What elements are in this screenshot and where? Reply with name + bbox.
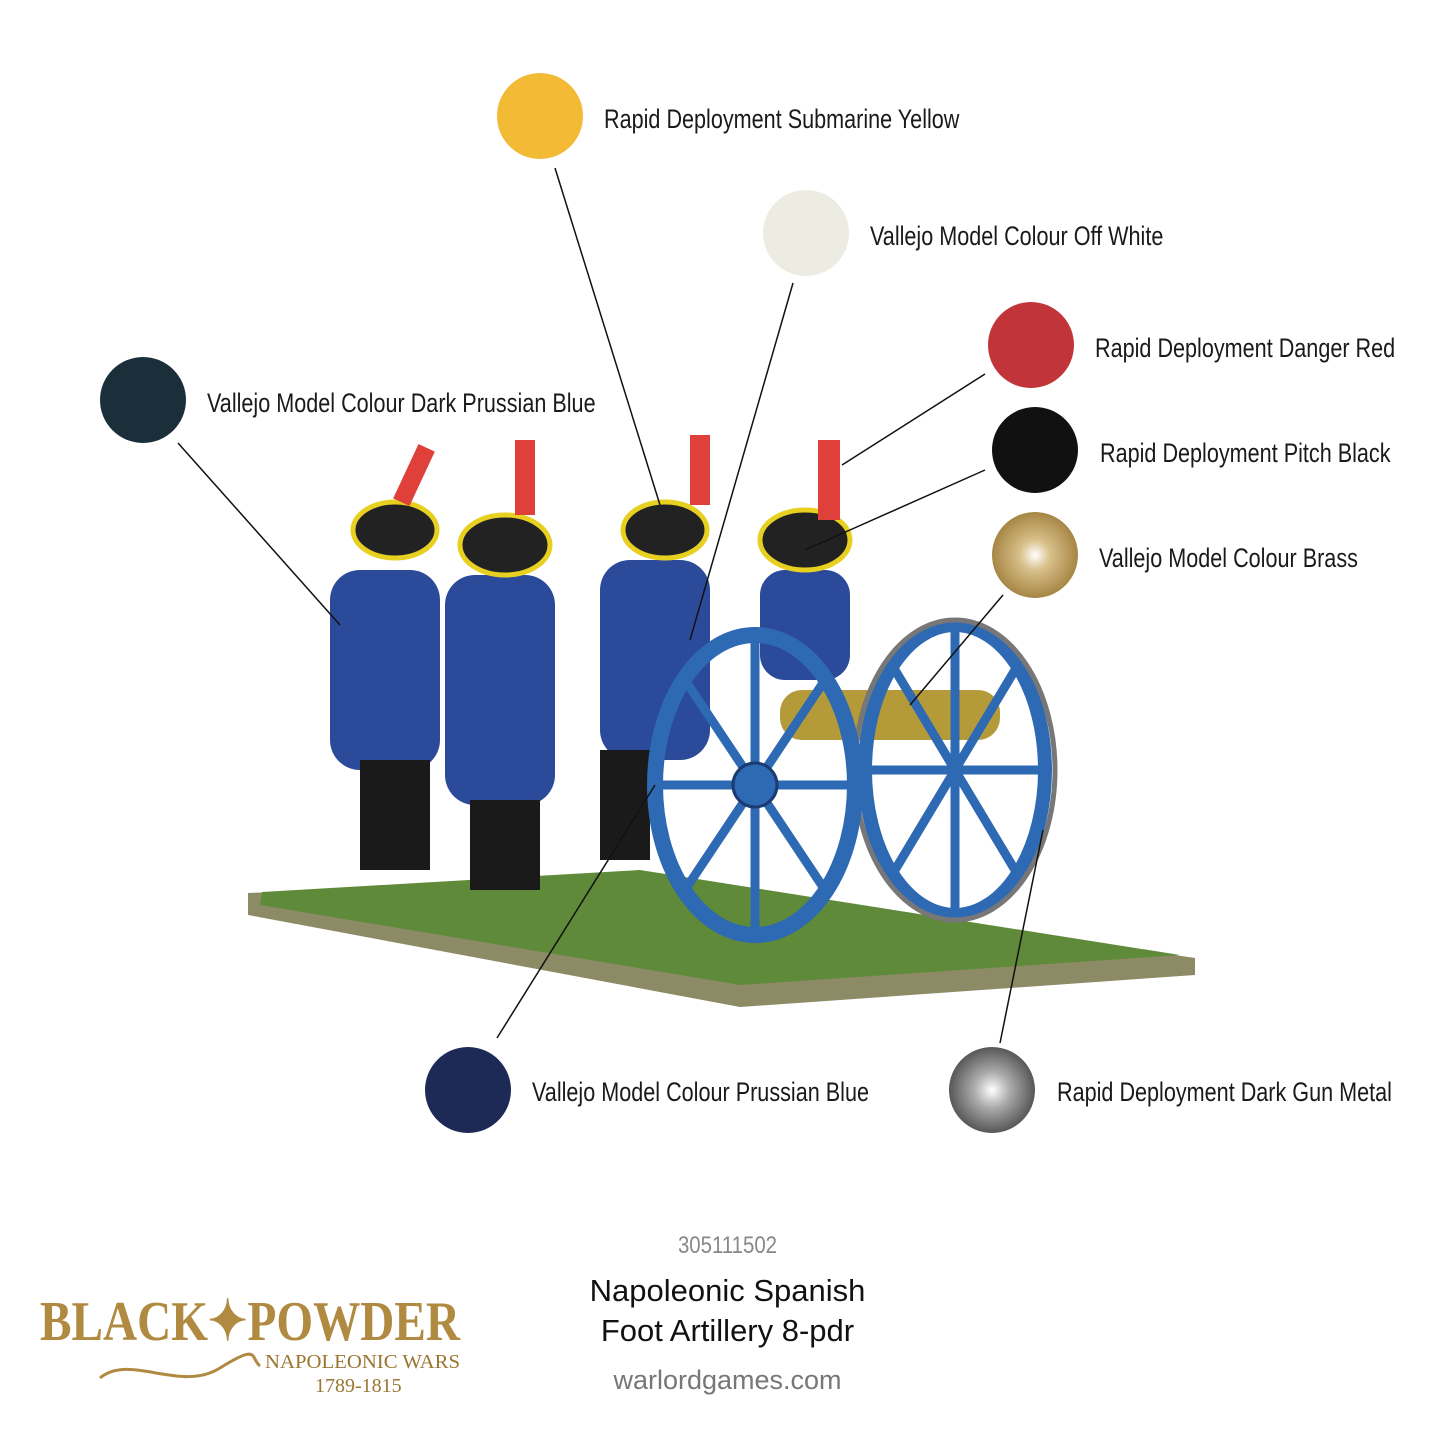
paint-label: Rapid Deployment Danger Red: [1095, 333, 1396, 363]
svg-text:NAPOLEONIC WARS: NAPOLEONIC WARS: [265, 1351, 460, 1373]
paint-label: Vallejo Model Colour Brass: [1099, 543, 1358, 573]
swatch-brass: [992, 512, 1078, 598]
svg-text:1789-1815: 1789-1815: [315, 1375, 402, 1397]
paint-label: Vallejo Model Colour Off White: [870, 221, 1164, 251]
product-title-line2: Foot Artillery 8-pdr: [600, 1313, 855, 1348]
website-link[interactable]: warlordgames.com: [613, 1365, 842, 1395]
product-title: Napoleonic Spanish Foot Artillery 8-pdr: [0, 1271, 1445, 1351]
swatch-prussian-blue: [425, 1047, 511, 1133]
paint-label: Vallejo Model Colour Dark Prussian Blue: [207, 388, 596, 418]
swatch-submarine-yellow: [497, 73, 583, 159]
product-title-line1: Napoleonic Spanish: [589, 1273, 866, 1308]
paint-label: Rapid Deployment Submarine Yellow: [604, 104, 960, 134]
svg-text:BLACK✦POWDER: BLACK✦POWDER: [40, 1291, 460, 1353]
cannon: [647, 617, 1058, 943]
product-sku: 305111502: [677, 1232, 778, 1259]
paint-label: Rapid Deployment Pitch Black: [1100, 438, 1391, 468]
soldiers: [330, 435, 853, 890]
paint-label: Rapid Deployment Dark Gun Metal: [1057, 1077, 1392, 1107]
swatch-danger-red: [988, 302, 1074, 388]
paint-label: Vallejo Model Colour Prussian Blue: [532, 1077, 869, 1107]
black-powder-logo: BLACK✦POWDER NAPOLEONIC WARS 1789-1815: [40, 1288, 470, 1400]
swatch-dark-prussian-blue: [100, 357, 186, 443]
leader-lines: [177, 167, 1044, 1044]
swatch-off-white: [763, 190, 849, 276]
swatch-pitch-black: [992, 407, 1078, 493]
swatch-dark-gun-metal: [949, 1047, 1035, 1133]
